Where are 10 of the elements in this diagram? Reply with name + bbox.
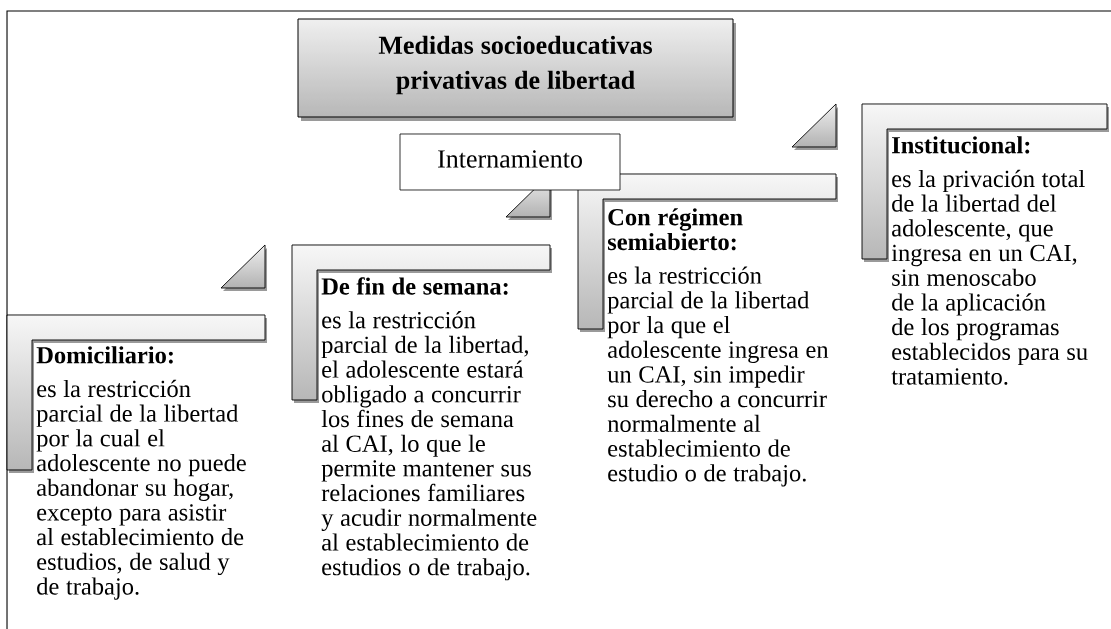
step-description: es la privación total de la libertad del adolescente, que ingresa en un CAI, sin menoscabo de la aplicación de los programas establecidos para su tratamiento.: [891, 169, 1088, 385]
title-box: Medidas socioeducativas privativas de libertad: [297, 18, 736, 121]
step-heading: Institucional:: [892, 136, 1030, 154]
step-description: es la restricción parcial de la libertad por la que el adolescente ingresa en un CAI, sin impedir su derecho a concurrir normalmente al establecimiento de estudio o de trabajo.: [607, 266, 829, 487]
step-description: es la restricción parcial de la libertad por la cual el adolescente no puede abandonar su hogar, excepto para asistir al establecimiento de estudios, de salud y de trabajo.: [36, 379, 246, 600]
step-description: es la restricción parcial de la libertad, el adolescente estará obligado a concurrir los fines de semana al CAI, lo que le permite mantener sus relaciones familiares y acudir normalmente al establecimiento de estudios o de trabajo.: [321, 311, 537, 581]
step-heading: De fin de semana:: [321, 277, 508, 295]
step-heading: Con régimen semiabierto:: [607, 208, 743, 251]
step-heading: Domiciliario:: [36, 346, 173, 364]
category-box: Internamiento: [399, 133, 621, 191]
